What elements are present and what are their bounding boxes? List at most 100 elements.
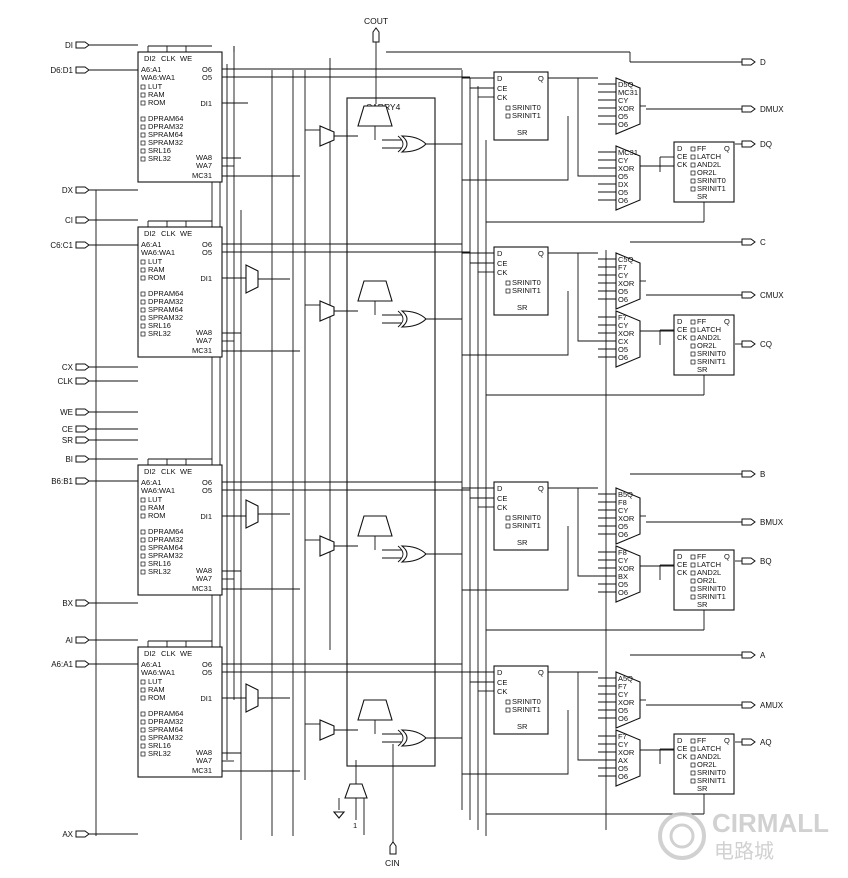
lut-pin-clk: CLK xyxy=(161,649,176,658)
mux2-in-xor: XOR xyxy=(618,164,635,173)
checkbox-icon xyxy=(690,146,696,152)
input-port-di: DI xyxy=(65,41,138,50)
cirmall-logo-icon xyxy=(658,812,706,860)
input-label: D6:D1 xyxy=(50,66,73,75)
checkbox-icon xyxy=(690,754,696,760)
lut-mode-ram: RAM xyxy=(148,265,165,274)
checkbox-icon xyxy=(690,578,696,584)
output-arrow-icon xyxy=(741,140,756,148)
input-label: CE xyxy=(62,425,73,434)
checkbox-icon xyxy=(505,105,511,111)
carry-mux xyxy=(357,105,393,127)
lut-pin-wa7: WA7 xyxy=(196,756,212,765)
xor-gate xyxy=(400,135,427,153)
mux1-in-o6: O6 xyxy=(618,530,628,539)
output-label: CQ xyxy=(760,340,772,349)
checkbox-icon xyxy=(140,307,146,313)
input-port-ci: CI xyxy=(65,216,138,225)
lut-mode-srl32: SRL32 xyxy=(148,749,171,758)
lut-mode-srl16: SRL16 xyxy=(148,321,171,330)
checkbox-icon xyxy=(140,727,146,733)
lut-mode-srl16: SRL16 xyxy=(148,146,171,155)
checkbox-icon xyxy=(690,154,696,160)
checkbox-icon xyxy=(140,132,146,138)
input-label: DI xyxy=(65,41,73,50)
input-port-ai: AI xyxy=(65,636,138,645)
checkbox-icon xyxy=(140,743,146,749)
checkbox-icon xyxy=(690,570,696,576)
ff2-ck: CK xyxy=(677,333,687,342)
route-mux xyxy=(319,125,335,147)
checkbox-icon xyxy=(690,594,696,600)
lut-mode-spram64: SPRAM64 xyxy=(148,543,183,552)
f7-mux xyxy=(245,683,259,713)
lut-mode-dpram64: DPRAM64 xyxy=(148,289,183,298)
lut-mode-dpram32: DPRAM32 xyxy=(148,717,183,726)
lut-pin-o6: O6 xyxy=(202,240,212,249)
output-arrow-icon xyxy=(741,651,756,659)
output-arrow-icon xyxy=(741,238,756,246)
checkbox-icon xyxy=(140,100,146,106)
mux2-in-xor: XOR xyxy=(618,329,635,338)
ff2-q: Q xyxy=(724,552,730,561)
wire xyxy=(462,291,569,356)
input-arrow-icon xyxy=(75,363,90,371)
mux1-in-o6: O6 xyxy=(618,714,628,723)
mux2-in-dx: DX xyxy=(618,180,628,189)
checkbox-icon xyxy=(690,319,696,325)
mux2-in-bx: BX xyxy=(618,572,628,581)
output-label: AMUX xyxy=(760,701,784,710)
lut-pin-o5: O5 xyxy=(202,668,212,677)
checkbox-icon xyxy=(140,553,146,559)
input-arrow-icon xyxy=(75,599,90,607)
lut-pin-di1: DI1 xyxy=(200,694,212,703)
checkbox-icon xyxy=(690,554,696,560)
wire xyxy=(548,671,598,761)
output-port-amux: AMUX xyxy=(741,701,784,710)
ff2-srinit0: SRINIT0 xyxy=(697,349,726,358)
mux2-in-o5: O5 xyxy=(618,188,628,197)
ff2-srinit0: SRINIT0 xyxy=(697,584,726,593)
ff2-d: D xyxy=(677,736,683,745)
wire xyxy=(462,116,569,181)
mux1-in-xor: XOR xyxy=(618,514,635,523)
ff-srinit0: SRINIT0 xyxy=(512,278,541,287)
watermark-brand: CIRMALL xyxy=(712,808,829,838)
lut-pin-wa7: WA7 xyxy=(196,336,212,345)
mux1-in-f7: F7 xyxy=(618,263,627,272)
output-arrow-icon xyxy=(741,738,756,746)
lut-pin-wa: WA6:WA1 xyxy=(141,668,175,677)
output-label: AQ xyxy=(760,738,772,747)
ff-d: D xyxy=(497,74,503,83)
mux1-in-o5: O5 xyxy=(618,287,628,296)
ff-q: Q xyxy=(538,668,544,677)
f7-mux xyxy=(245,264,259,294)
input-label: C6:C1 xyxy=(50,241,73,250)
lut-mode-spram64: SPRAM64 xyxy=(148,130,183,139)
ff-srinit1: SRINIT1 xyxy=(512,521,541,530)
output-port-dq: DQ xyxy=(741,140,772,149)
ff-d: D xyxy=(497,249,503,258)
input-arrow-icon xyxy=(75,216,90,224)
xor-arc xyxy=(397,135,404,153)
ff2-or2l: OR2L xyxy=(697,168,717,177)
mux1-in-xor: XOR xyxy=(618,279,635,288)
output-port-c: C xyxy=(741,238,766,247)
lut-box xyxy=(137,51,223,183)
ff-srinit1: SRINIT1 xyxy=(512,111,541,120)
checkbox-icon xyxy=(140,561,146,567)
ff-srinit0: SRINIT0 xyxy=(512,513,541,522)
output-arrow-icon xyxy=(741,518,756,526)
lut-pin-wa8: WA8 xyxy=(196,328,212,337)
input-arrow-icon xyxy=(75,455,90,463)
ff-ck: CK xyxy=(497,687,507,696)
ff-ck: CK xyxy=(497,503,507,512)
checkbox-icon xyxy=(140,751,146,757)
lut-pin-o6: O6 xyxy=(202,660,212,669)
ff2-latch: LATCH xyxy=(697,560,721,569)
